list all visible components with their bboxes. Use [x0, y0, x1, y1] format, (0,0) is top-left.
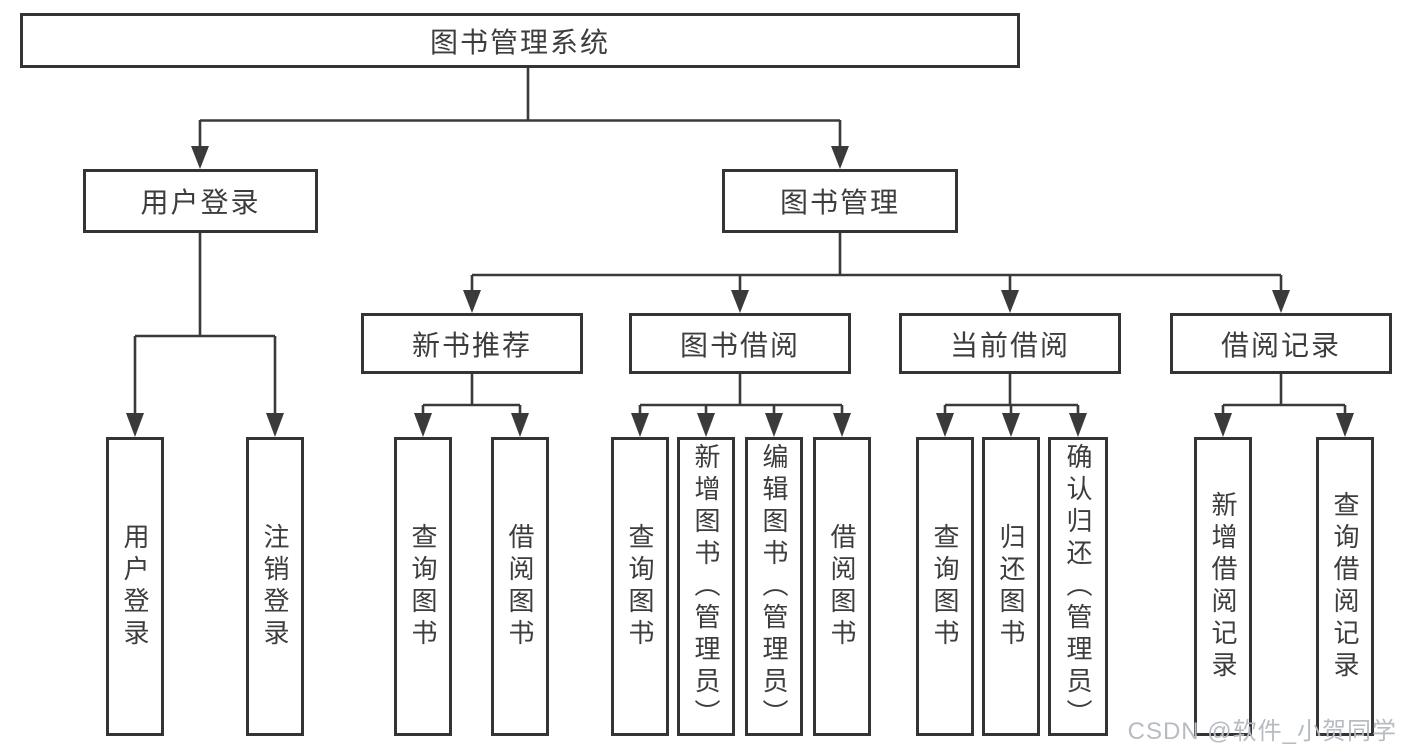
leaf-logout: 注销登录 — [246, 437, 304, 736]
arrowhead — [697, 413, 715, 437]
node-new-book-recommendation: 新书推荐 — [361, 313, 583, 374]
edge-book-mgmt-to-level3 — [463, 233, 1290, 313]
edge-book-borrow-to-leaves — [631, 374, 851, 437]
leaf-query-books-borrowing: 查询图书 — [611, 437, 669, 736]
leaf-label: 用户登录 — [120, 522, 150, 651]
leaf-label: 查询借阅记录 — [1330, 490, 1360, 683]
edge-root-to-level2 — [191, 68, 849, 169]
arrowhead — [191, 146, 209, 169]
leaf-label: 注销登录 — [260, 522, 290, 651]
leaf-label: 编辑图书（管理员） — [759, 442, 789, 731]
leaf-add-borrow-record: 新增借阅记录 — [1194, 437, 1252, 736]
arrowhead — [1214, 413, 1232, 437]
node-label: 新书推荐 — [411, 329, 532, 361]
node-book-borrowing: 图书借阅 — [629, 313, 851, 374]
leaf-label: 借阅图书 — [505, 522, 535, 651]
leaf-borrow-books-newbooks: 借阅图书 — [491, 437, 549, 736]
leaf-label: 新增借阅记录 — [1208, 490, 1238, 683]
leaf-query-books-current: 查询图书 — [916, 437, 974, 736]
arrowhead — [631, 413, 649, 437]
csdn-watermark: CSDN @软件_小贺同学 — [1127, 718, 1397, 745]
node-label: 借阅记录 — [1220, 329, 1341, 361]
leaf-label: 借阅图书 — [827, 522, 857, 651]
arrowhead — [1336, 413, 1354, 437]
leaf-query-borrow-record: 查询借阅记录 — [1316, 437, 1374, 736]
leaf-label: 确认归还（管理员） — [1063, 442, 1093, 731]
edge-new-books-to-leaves — [414, 374, 529, 437]
node-book-management: 图书管理 — [722, 169, 958, 233]
leaf-label: 查询图书 — [625, 522, 655, 651]
leaf-query-books-newbooks: 查询图书 — [394, 437, 452, 736]
arrowhead — [731, 290, 749, 313]
leaf-borrow-books-borrowing: 借阅图书 — [813, 437, 871, 736]
node-borrowing-records: 借阅记录 — [1170, 313, 1392, 374]
node-label: 用户登录 — [140, 187, 261, 218]
arrowhead — [831, 146, 849, 169]
leaf-label: 查询图书 — [408, 522, 438, 651]
node-label: 图书借阅 — [679, 329, 800, 361]
arrowhead — [463, 290, 481, 313]
leaf-edit-books-admin: 编辑图书（管理员） — [745, 437, 803, 736]
node-label: 图书管理系统 — [429, 26, 610, 58]
arrowhead — [765, 413, 783, 437]
edge-user-login-to-leaves — [126, 233, 284, 437]
arrowhead — [1002, 413, 1020, 437]
edge-current-borrow-to-leaves — [936, 374, 1087, 437]
node-current-borrowing: 当前借阅 — [899, 313, 1121, 374]
arrowhead — [266, 413, 284, 437]
edge-borrow-records-to-leaves — [1214, 374, 1354, 437]
leaf-confirm-return-admin: 确认归还（管理员） — [1048, 437, 1108, 736]
arrowhead — [1272, 290, 1290, 313]
arrowhead — [936, 413, 954, 437]
leaf-return-books: 归还图书 — [982, 437, 1040, 736]
arrowhead — [833, 413, 851, 437]
node-label: 图书管理 — [779, 187, 900, 218]
arrowhead — [1069, 413, 1087, 437]
arrowhead — [126, 413, 144, 437]
leaf-add-books-admin: 新增图书（管理员） — [677, 437, 735, 736]
arrowhead — [1001, 290, 1019, 313]
leaf-label: 查询图书 — [930, 522, 960, 651]
node-label: 当前借阅 — [949, 329, 1070, 361]
node-book-management-system: 图书管理系统 — [20, 13, 1020, 68]
arrowhead — [414, 413, 432, 437]
node-user-login: 用户登录 — [83, 169, 318, 233]
leaf-user-login: 用户登录 — [106, 437, 164, 736]
leaf-label: 新增图书（管理员） — [691, 442, 721, 731]
arrowhead — [511, 413, 529, 437]
leaf-label: 归还图书 — [996, 522, 1026, 651]
